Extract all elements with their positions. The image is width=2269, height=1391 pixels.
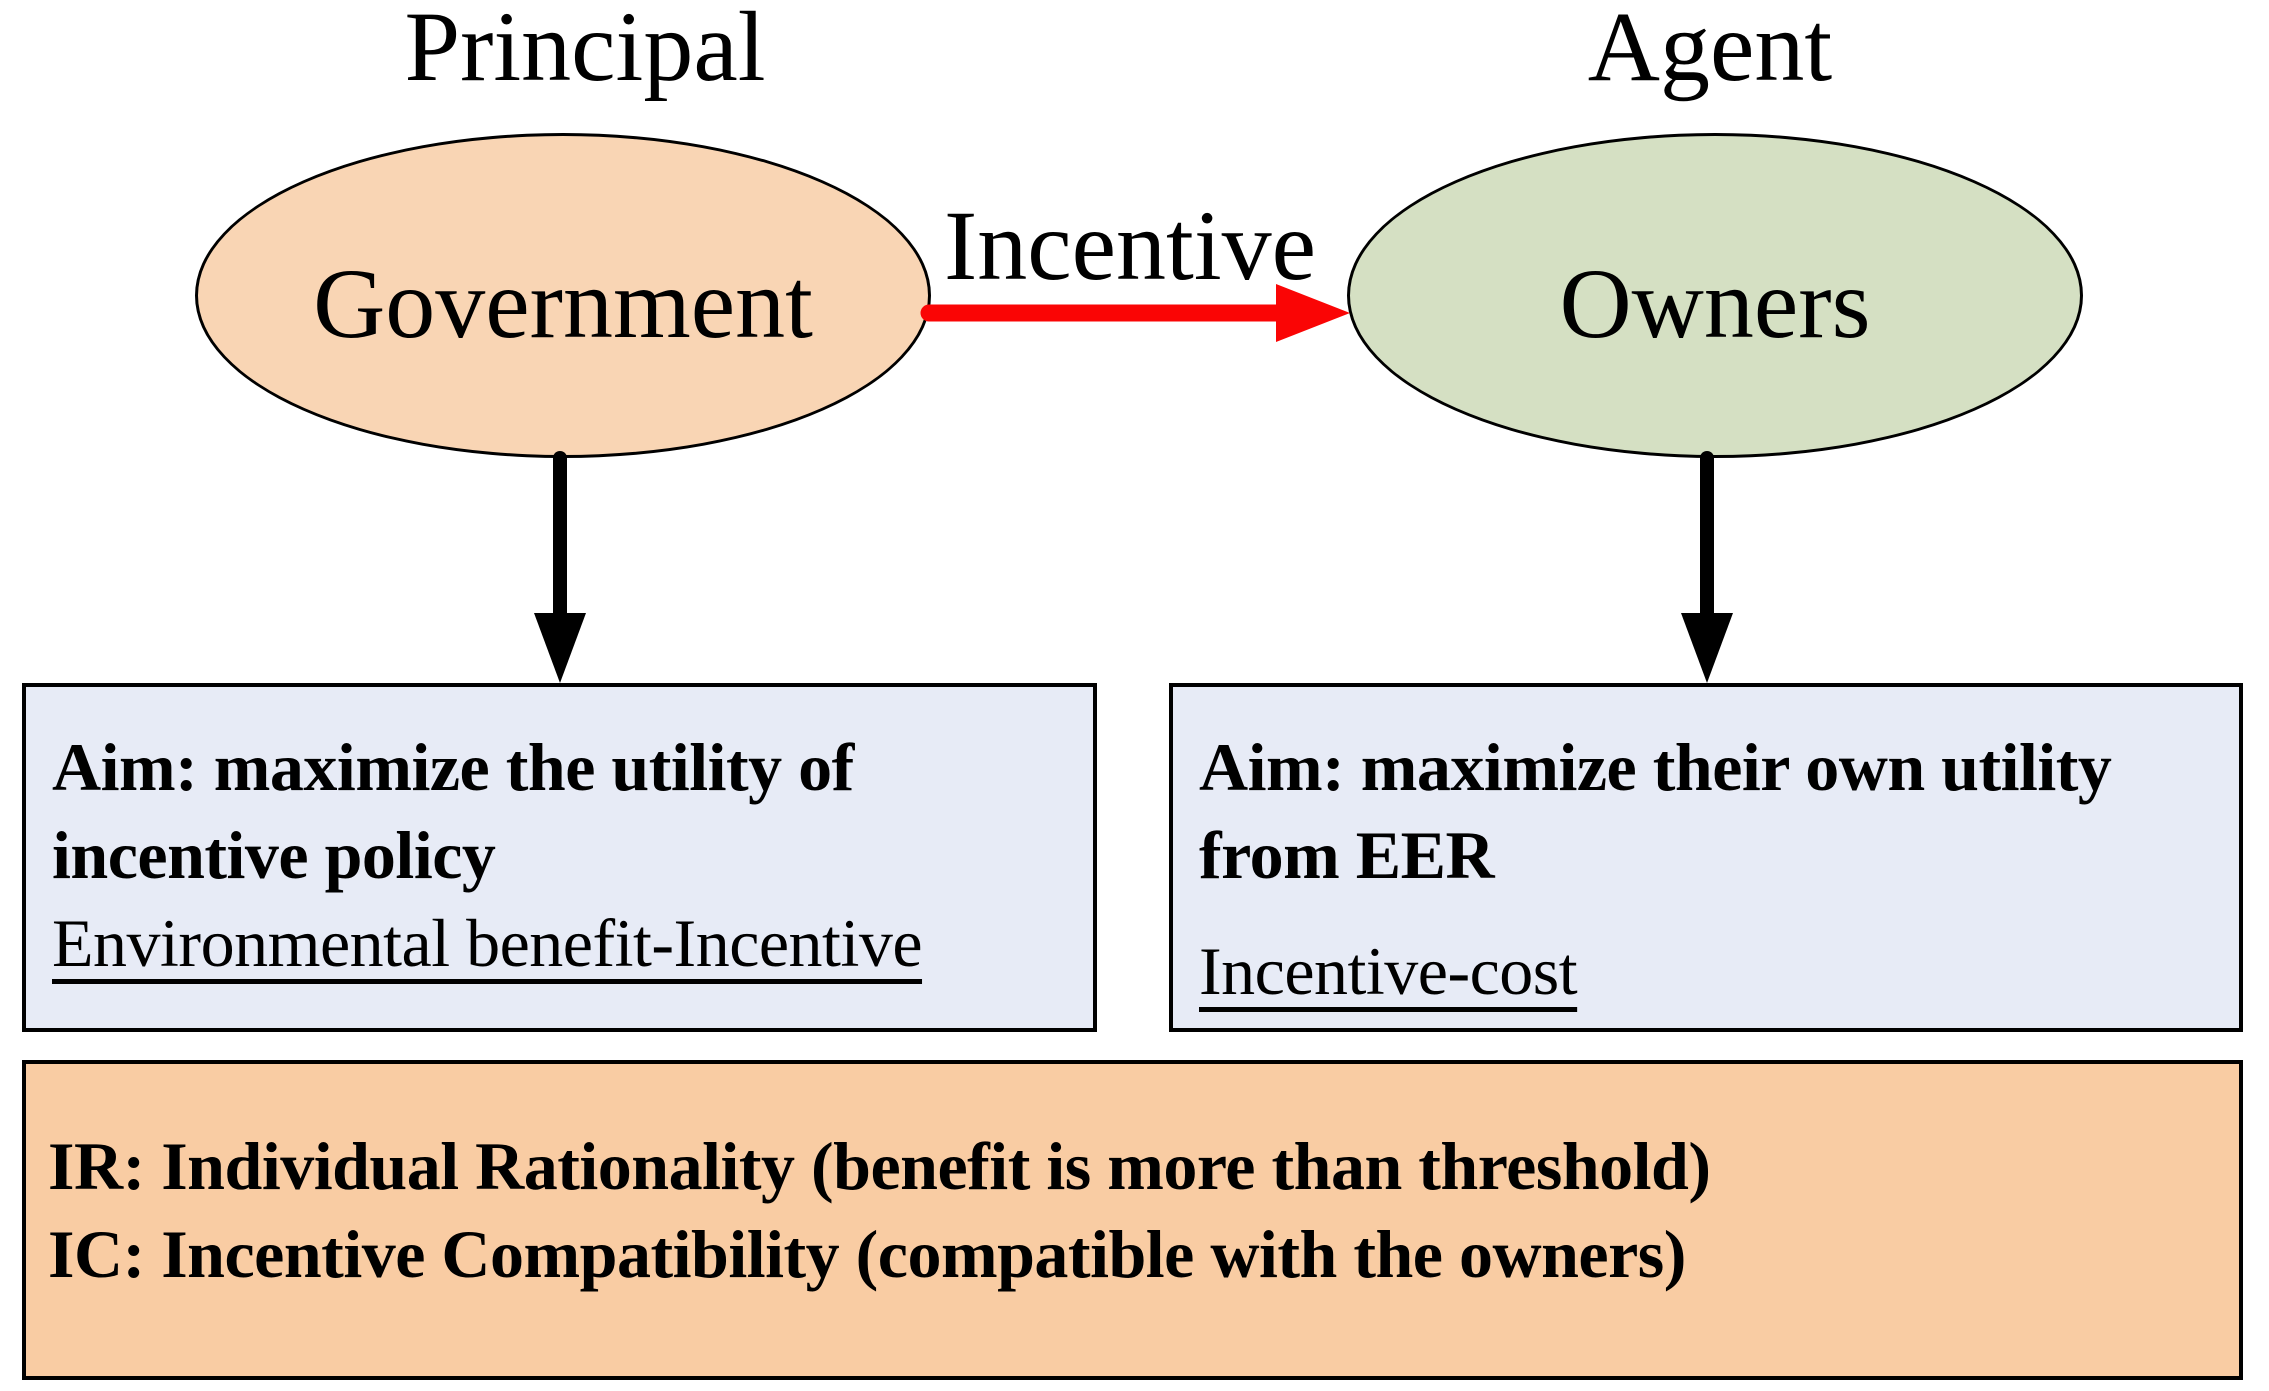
- agent-aim-box: Aim: maximize their own utility from EER…: [1169, 683, 2243, 1032]
- agent-aim-line1: Aim: maximize their own utility: [1199, 729, 2112, 805]
- constraint-ic-line: IC: Incentive Compatibility (compatible …: [48, 1216, 1686, 1292]
- agent-utility-formula: Incentive-cost: [1199, 933, 1578, 1009]
- principal-role-label: Principal: [404, 0, 766, 102]
- incentive-arrow-label: Incentive: [943, 190, 1317, 301]
- government-flow-arrow: [534, 451, 586, 683]
- owners-ellipse: Owners: [1347, 133, 2083, 458]
- government-ellipse: Government: [195, 133, 931, 458]
- principal-utility-formula: Environmental benefit-Incentive: [52, 905, 923, 981]
- principal-aim-line1: Aim: maximize the utility of: [52, 729, 854, 805]
- agent-role-label: Agent: [1587, 0, 1833, 102]
- principal-aim-line2: incentive policy: [52, 817, 496, 893]
- incentive-arrow: [920, 284, 1350, 342]
- agent-aim-line2: from EER: [1199, 817, 1495, 893]
- owners-flow-arrow: [1681, 451, 1733, 683]
- government-label: Government: [313, 247, 813, 359]
- principal-aim-box: Aim: maximize the utility of incentive p…: [22, 683, 1097, 1032]
- owners-label: Owners: [1559, 247, 1871, 359]
- incentive-arrow-head: [1276, 284, 1350, 342]
- constraints-box: IR: Individual Rationality (benefit is m…: [22, 1060, 2243, 1380]
- government-flow-arrow-head: [534, 613, 586, 683]
- constraint-ir-line: IR: Individual Rationality (benefit is m…: [48, 1128, 1711, 1204]
- owners-flow-arrow-head: [1681, 613, 1733, 683]
